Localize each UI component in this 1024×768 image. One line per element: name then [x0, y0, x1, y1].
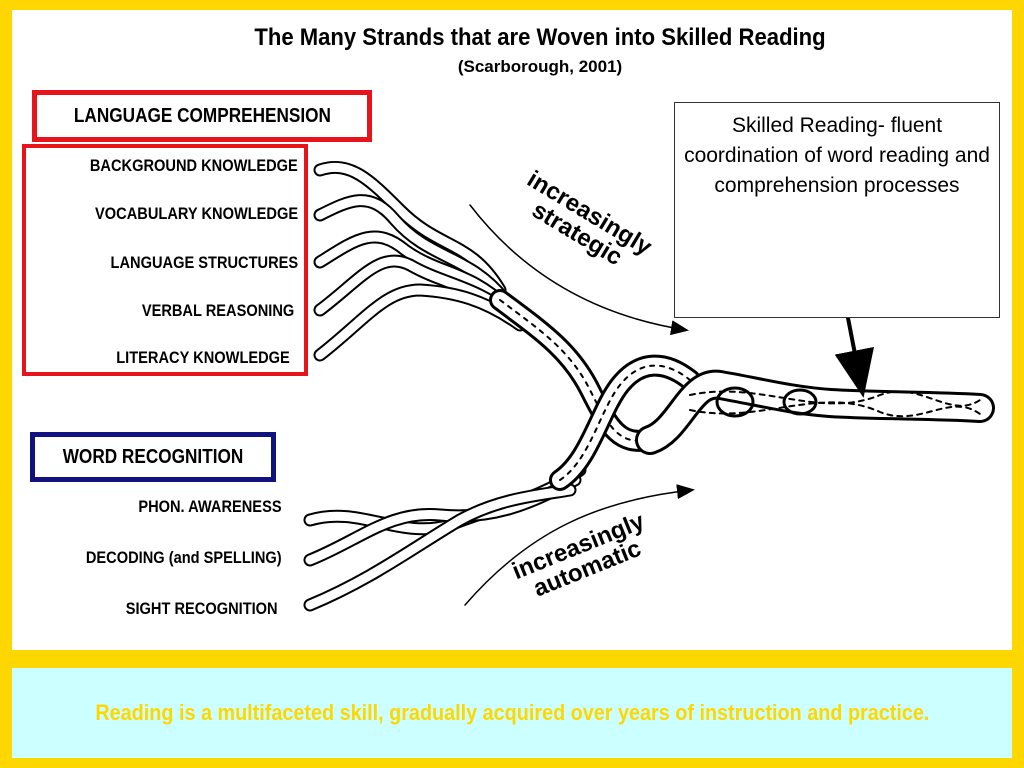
language-comprehension-strand-box [22, 144, 308, 376]
note-pointer [834, 316, 874, 398]
footer-banner: Reading is a multifaceted skill, gradual… [12, 668, 1012, 758]
strategic-arrow [469, 204, 689, 336]
skilled-reading-note: Skilled Reading- fluent coordination of … [674, 102, 1000, 318]
strand-label-literacy-knowledge: LITERACY KNOWLEDGE [116, 348, 290, 367]
strand-sight-recognition [303, 483, 577, 612]
strand-label-background-knowledge: BACKGROUND KNOWLEDGE [90, 156, 298, 175]
language-comprehension-header: LANGUAGE COMPREHENSION [32, 90, 372, 142]
strand-background-knowledge [313, 160, 507, 297]
page-subtitle: (Scarborough, 2001) [457, 57, 623, 76]
page-title: The Many Strands that are Woven into Ski… [254, 24, 826, 51]
skilled-reading-rope [635, 369, 995, 455]
footer-text: Reading is a multifaceted skill, gradual… [94, 700, 930, 725]
comprehension-rope [489, 289, 661, 452]
rope-illustration [303, 160, 995, 612]
strand-label-vocabulary-knowledge: VOCABULARY KNOWLEDGE [94, 204, 298, 223]
strand-literacy-knowledge [313, 283, 527, 362]
word-recognition-header: WORD RECOGNITION [30, 432, 276, 482]
strand-label-phon-awareness: PHON. AWARENESS [138, 497, 282, 516]
automatic-arrow [464, 484, 695, 606]
strand-label-language-structures: LANGUAGE STRUCTURES [110, 253, 298, 272]
strand-vocabulary-knowledge [313, 194, 512, 307]
strand-language-structures [313, 230, 517, 317]
strand-label-sight-recognition: SIGHT RECOGNITION [126, 599, 278, 618]
strand-verbal-reasoning [313, 254, 522, 325]
word-recognition-rope [549, 354, 701, 491]
strand-label-verbal-reasoning: VERBAL REASONING [141, 301, 294, 320]
strand-label-decoding: DECODING (and SPELLING) [86, 548, 282, 567]
